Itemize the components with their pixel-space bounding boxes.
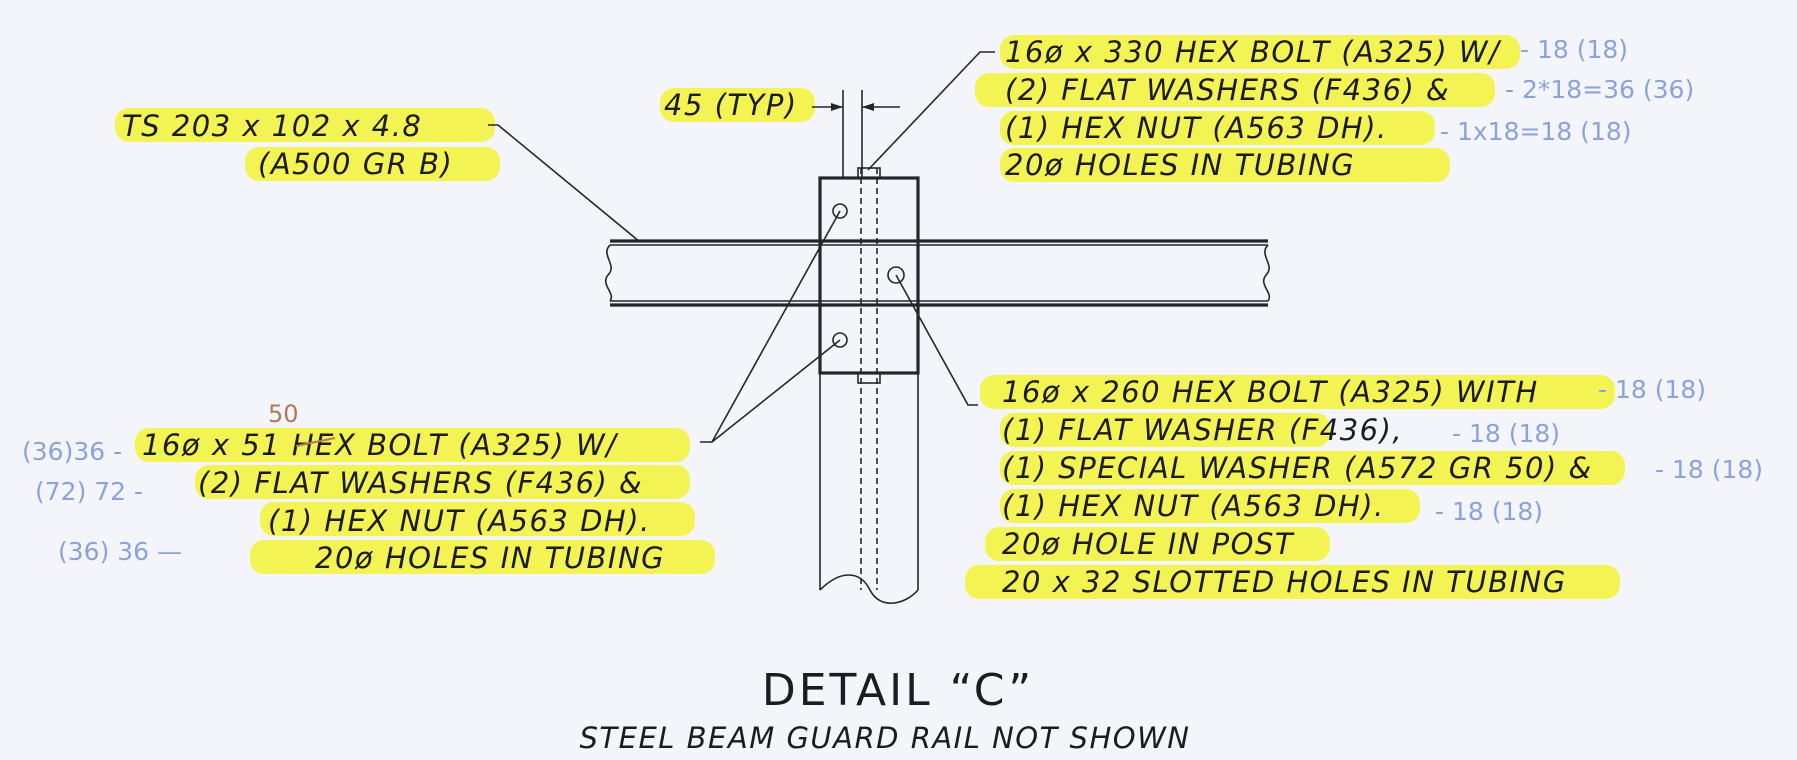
left-bolt-line-4: 20ø HOLES IN TUBING — [315, 541, 665, 575]
top-bolt-line-4: 20ø HOLES IN TUBING — [1005, 148, 1355, 182]
left-bolt-line-3: (1) HEX NUT (A563 DH). — [268, 504, 651, 538]
right-bolt-line-5: 20ø HOLE IN POST — [1002, 527, 1295, 561]
right-bolt-hand-1: - 18 (18) — [1598, 375, 1706, 404]
right-bolt-hand-3: - 18 (18) — [1655, 455, 1763, 484]
top-bolt-line-3: (1) HEX NUT (A563 DH). — [1005, 111, 1388, 145]
top-bolt-hand-3: - 1x18=18 (18) — [1440, 117, 1632, 146]
top-bolt-line-2: (2) FLAT WASHERS (F436) & — [1005, 73, 1450, 107]
tubing-grade-label: (A500 GR B) — [258, 147, 453, 181]
bolt-holes — [832, 203, 905, 348]
typ-dimension-label: 45 (TYP) — [664, 88, 798, 122]
right-bolt-line-3: (1) SPECIAL WASHER (A572 GR 50) & — [1002, 451, 1593, 485]
top-bolt-hand-2: - 2*18=36 (36) — [1505, 75, 1694, 104]
left-bolt-hand-2: (72) 72 - — [35, 477, 143, 506]
left-bolt-hand-1: (36)36 - — [22, 437, 122, 466]
strike-through-mark — [295, 437, 336, 447]
top-left-hole — [832, 203, 848, 219]
top-bolt-line-1: 16ø x 330 HEX BOLT (A325) W/ — [1005, 35, 1502, 69]
right-bolt-line-6: 20 x 32 SLOTTED HOLES IN TUBING — [1002, 565, 1567, 599]
detail-title: DETAIL “C” — [762, 665, 1034, 716]
right-bolt-hand-2: - 18 (18) — [1452, 419, 1560, 448]
left-bolt-line-1: 16ø x 51 HEX BOLT (A325) W/ — [142, 428, 619, 462]
detail-subtitle: STEEL BEAM GUARD RAIL NOT SHOWN — [580, 721, 1191, 755]
right-bolt-line-1: 16ø x 260 HEX BOLT (A325) WITH — [1002, 375, 1539, 409]
tubing-size-label: TS 203 x 102 x 4.8 — [122, 109, 422, 143]
leader-lines — [488, 51, 995, 443]
top-bolt-hand-1: - 18 (18) — [1520, 35, 1628, 64]
left-bolt-length-correction: 50 — [268, 400, 299, 428]
right-bolt-line-4: (1) HEX NUT (A563 DH). — [1002, 489, 1385, 523]
bottom-left-hole — [832, 332, 848, 348]
left-bolt-hand-3: (36) 36 — — [58, 537, 182, 566]
tubing-beam — [604, 239, 1271, 307]
left-bolt-line-2: (2) FLAT WASHERS (F436) & — [198, 466, 643, 500]
right-bolt-line-2: (1) FLAT WASHER (F436), — [1002, 413, 1403, 447]
right-bolt-hand-4: - 18 (18) — [1435, 497, 1543, 526]
dimension-45 — [812, 103, 900, 111]
highlights — [115, 35, 1625, 599]
right-hole — [887, 266, 905, 284]
post — [818, 90, 920, 604]
